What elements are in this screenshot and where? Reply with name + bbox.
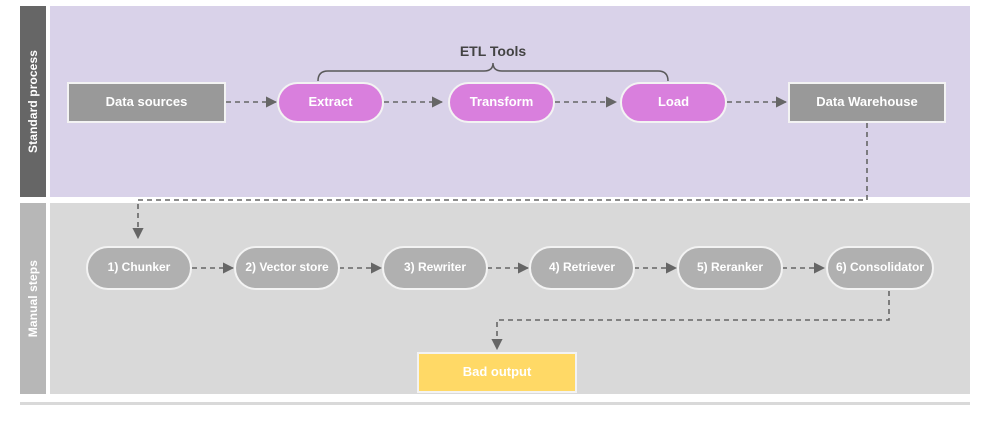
node-load-label: Load bbox=[657, 94, 690, 110]
node-retriever[interactable]: 4) Retriever bbox=[529, 246, 635, 290]
node-retriever-label: 4) Retriever bbox=[548, 260, 616, 275]
node-chunker[interactable]: 1) Chunker bbox=[86, 246, 192, 290]
lane-label-standard-process-text: Standard process bbox=[26, 50, 40, 153]
node-chunker-label: 1) Chunker bbox=[107, 260, 171, 275]
node-extract-label: Extract bbox=[308, 94, 353, 110]
node-data-warehouse-label: Data Warehouse bbox=[816, 94, 918, 110]
lane-label-manual-steps: Manual steps bbox=[20, 203, 46, 394]
node-vector-store-label: 2) Vector store bbox=[245, 260, 329, 275]
node-transform[interactable]: Transform bbox=[448, 82, 555, 123]
node-data-warehouse[interactable]: Data Warehouse bbox=[788, 82, 946, 123]
node-vector-store[interactable]: 2) Vector store bbox=[234, 246, 340, 290]
node-transform-label: Transform bbox=[469, 94, 534, 110]
node-rewriter-label: 3) Rewriter bbox=[403, 260, 467, 275]
node-bad-output-label: Bad output bbox=[462, 364, 532, 380]
etl-tools-label: ETL Tools bbox=[459, 43, 527, 59]
node-data-sources-label: Data sources bbox=[105, 94, 188, 110]
lane-label-standard-process: Standard process bbox=[20, 6, 46, 197]
node-rewriter[interactable]: 3) Rewriter bbox=[382, 246, 488, 290]
lane-label-manual-steps-text: Manual steps bbox=[26, 259, 40, 338]
node-extract[interactable]: Extract bbox=[277, 82, 384, 123]
node-data-sources[interactable]: Data sources bbox=[67, 82, 226, 123]
node-consolidator-label: 6) Consolidator bbox=[835, 260, 924, 275]
node-bad-output[interactable]: Bad output bbox=[417, 352, 577, 393]
bottom-divider bbox=[20, 402, 970, 405]
node-consolidator[interactable]: 6) Consolidator bbox=[826, 246, 934, 290]
node-reranker[interactable]: 5) Reranker bbox=[677, 246, 783, 290]
node-reranker-label: 5) Reranker bbox=[696, 260, 764, 275]
node-load[interactable]: Load bbox=[620, 82, 727, 123]
